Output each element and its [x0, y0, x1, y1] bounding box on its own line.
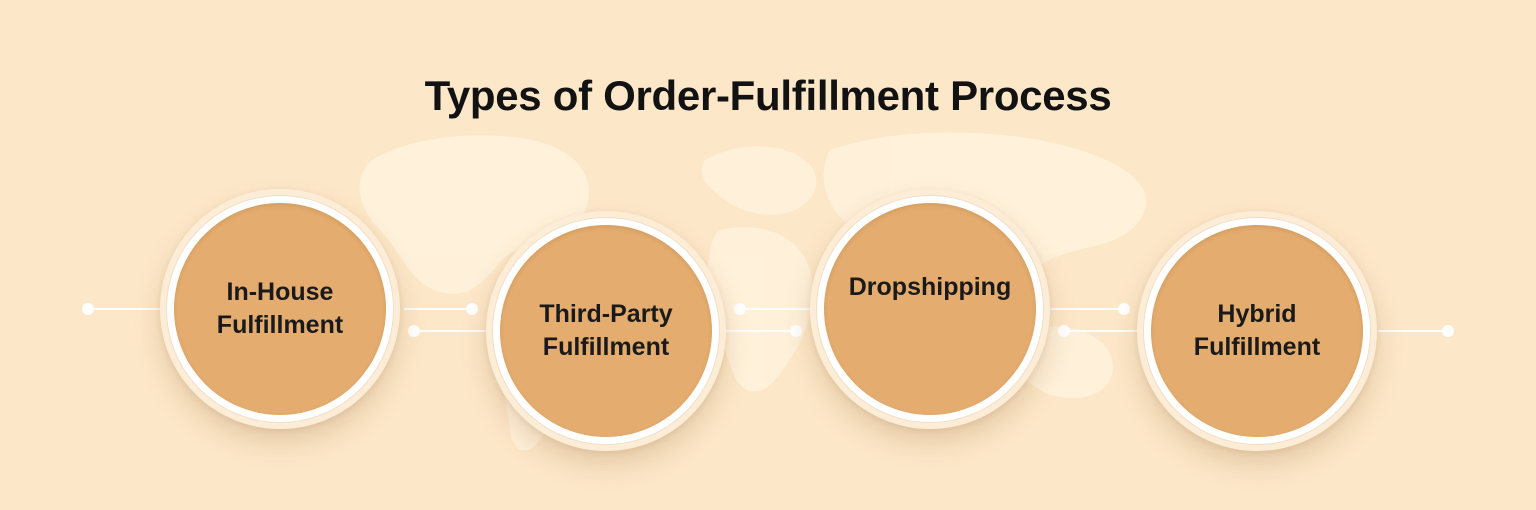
- connector-dot: [1442, 325, 1454, 337]
- connector-dot: [1118, 303, 1130, 315]
- node-in-house-fulfillment: In-House Fulfillment: [160, 189, 400, 429]
- connector-dot: [466, 303, 478, 315]
- node-label: Dropshipping: [848, 272, 1012, 301]
- node-dropshipping: Dropshipping: [810, 189, 1050, 429]
- node-disc: Hybrid Fulfillment: [1151, 225, 1363, 437]
- connector-dot: [82, 303, 94, 315]
- node-disc: Third-Party Fulfillment: [500, 225, 712, 437]
- page-title: Types of Order-Fulfillment Process: [424, 72, 1112, 119]
- node-third-party-fulfillment: Third-Party Fulfillment: [486, 211, 726, 451]
- node-label: In-House Fulfillment: [216, 278, 344, 339]
- connector-dot: [1058, 325, 1070, 337]
- connector-dot: [734, 303, 746, 315]
- node-disc: Dropshipping: [824, 203, 1036, 415]
- connector-dot: [790, 325, 802, 337]
- connector-dot: [408, 325, 420, 337]
- node-hybrid-fulfillment: Hybrid Fulfillment: [1137, 211, 1377, 451]
- node-label: Hybrid Fulfillment: [1193, 300, 1321, 361]
- node-disc: In-House Fulfillment: [174, 203, 386, 415]
- node-label: Third-Party Fulfillment: [539, 300, 673, 361]
